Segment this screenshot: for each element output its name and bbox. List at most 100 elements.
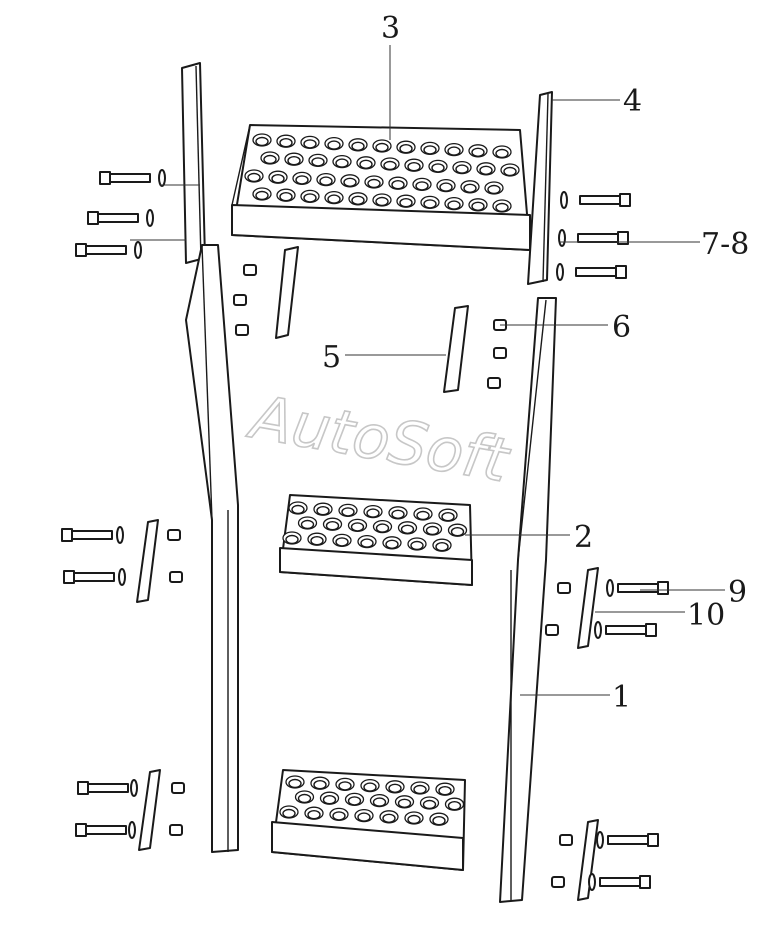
perforation-hole-inner — [347, 796, 362, 806]
washer — [606, 579, 614, 597]
nut — [233, 294, 247, 306]
bolt-shank — [617, 583, 659, 593]
perforation-hole-inner — [435, 542, 449, 552]
bolt-head — [657, 581, 669, 595]
perforation-hole-inner — [397, 798, 412, 808]
washer — [118, 568, 126, 586]
inner-plate-right-part-5 — [443, 305, 469, 393]
perforation-hole-inner — [255, 136, 269, 147]
nut — [557, 582, 571, 594]
perforation-hole-inner — [415, 181, 429, 191]
bolt-shank — [97, 213, 139, 223]
perforation-hole-inner — [313, 780, 327, 790]
perforation-hole-inner — [407, 814, 421, 825]
perforation-hole-inner — [388, 783, 402, 793]
perforation-hole-inner — [410, 540, 424, 551]
perforation-hole-inner — [407, 161, 421, 172]
perforation-hole-inner — [495, 148, 509, 159]
bolt-head — [77, 781, 89, 795]
perforation-hole-inner — [367, 178, 381, 189]
perforation-hole-inner — [495, 202, 509, 213]
washer — [596, 831, 604, 849]
perforation-hole-inner — [335, 537, 349, 547]
perforation-hole-inner — [360, 538, 374, 548]
bolt-head — [87, 211, 99, 225]
perforation-hole-inner — [287, 155, 301, 166]
bolt-head — [647, 833, 659, 847]
nut — [169, 571, 183, 583]
perforation-hole-inner — [310, 536, 324, 546]
callout-3: 3 — [381, 11, 400, 46]
clamp-plate-low-right — [577, 819, 599, 901]
bolt-shank — [71, 530, 113, 540]
perforation-hole-inner — [487, 184, 501, 195]
nut — [559, 834, 573, 846]
perforation-hole-inner — [297, 793, 312, 804]
perforation-hole-inner — [382, 813, 396, 823]
left-rail-part-1 — [185, 244, 239, 853]
perforation-hole-inner — [479, 165, 493, 176]
bolt-head — [639, 875, 651, 889]
perforation-hole-inner — [327, 194, 341, 204]
perforation-hole-inner — [399, 143, 413, 154]
bolt-head — [619, 193, 631, 207]
washer — [130, 779, 138, 797]
callout-9: 9 — [728, 575, 747, 610]
perforation-hole-inner — [327, 140, 341, 150]
callout-5: 5 — [322, 340, 341, 375]
perforation-hole-inner — [319, 176, 333, 186]
perforation-hole-inner — [303, 139, 317, 149]
clamp-plate-low-left — [138, 769, 161, 851]
perforation-hole-inner — [303, 193, 317, 203]
washer — [558, 229, 566, 247]
perforation-hole-inner — [447, 200, 461, 210]
bolt-shank — [605, 625, 647, 635]
callout-2: 2 — [574, 520, 593, 555]
nut — [493, 347, 507, 359]
bolt-shank — [579, 195, 621, 205]
callout-7-8: 7-8 — [701, 227, 749, 262]
perforation-hole-inner — [338, 781, 352, 791]
perforation-hole-inner — [471, 147, 485, 158]
perforation-hole-inner — [455, 164, 469, 174]
perforation-hole-inner — [288, 778, 302, 789]
perforation-hole-inner — [375, 196, 389, 207]
perforation-hole-inner — [439, 182, 453, 192]
perforation-hole-inner — [300, 519, 315, 530]
perforation-hole-inner — [385, 539, 399, 549]
perforation-hole-inner — [341, 507, 355, 517]
perforation-hole-inner — [447, 146, 461, 156]
nut — [167, 529, 181, 541]
bolt-shank — [577, 233, 619, 243]
perforation-hole-inner — [359, 159, 373, 170]
fastener-hardware — [61, 169, 669, 891]
perforation-hole-inner — [425, 525, 440, 536]
leader-lines — [130, 45, 725, 696]
washer — [128, 821, 136, 839]
bolt-head — [99, 171, 111, 185]
perforation-hole-inner — [282, 808, 296, 819]
washer — [116, 526, 124, 544]
washer — [588, 873, 596, 891]
perforation-hole-inner — [413, 784, 427, 795]
perforation-hole-inner — [447, 801, 462, 811]
watermark-text: AutoSoft — [242, 382, 515, 497]
right-rail-part-1 — [499, 297, 557, 903]
bolt-shank — [599, 877, 641, 887]
nut — [551, 876, 565, 888]
perforation-hole-inner — [322, 795, 337, 805]
perforation-hole-inner — [351, 141, 365, 152]
perforation-hole-inner — [450, 527, 465, 537]
perforation-hole-inner — [285, 534, 299, 545]
callout-6: 6 — [612, 310, 631, 345]
bolt-shank — [575, 267, 617, 277]
perforation-hole-inner — [423, 199, 437, 209]
perforation-hole-inner — [307, 810, 321, 820]
perforation-hole-inner — [255, 190, 269, 201]
clamp-plate-mid-right — [577, 567, 599, 649]
perforation-hole-inner — [399, 197, 413, 208]
perforation-hole-inner — [279, 191, 293, 202]
inner-plate-left-part-5 — [275, 246, 299, 339]
perforation-hole-inner — [311, 157, 325, 167]
